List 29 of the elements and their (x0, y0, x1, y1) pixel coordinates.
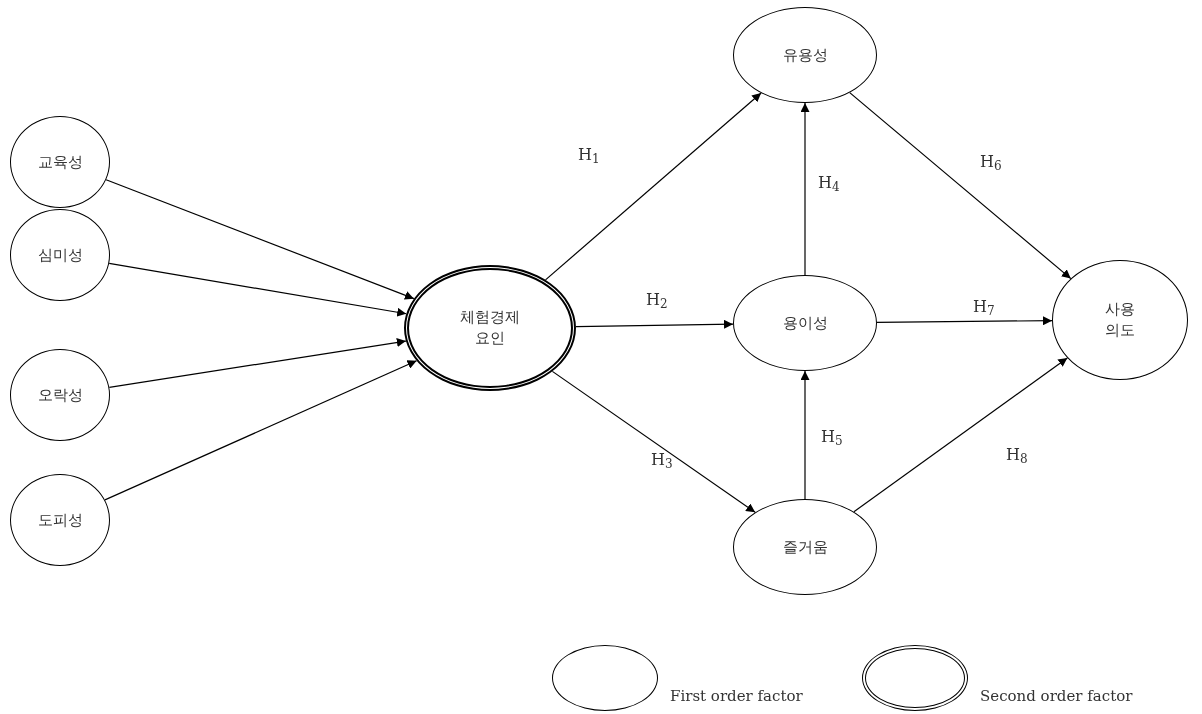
edge-label: H$_{8}$ (1006, 444, 1028, 467)
legend-label: Second order factor (980, 685, 1133, 707)
edge-label: H$_{5}$ (821, 426, 843, 449)
arrow (108, 338, 407, 388)
node-label: 심미성 (37, 244, 83, 266)
arrow (849, 92, 1072, 280)
arrow (575, 319, 734, 329)
node-label: 교육성 (37, 151, 83, 173)
node-label: 사용 의도 (1105, 299, 1135, 341)
edge-label: H$_{3}$ (651, 449, 673, 472)
node-label: 체험경제 요인 (460, 307, 520, 349)
edge-label: H$_{7}$ (973, 296, 995, 319)
node-label: 즐거움 (782, 536, 828, 558)
edge-label: H$_{2}$ (646, 289, 668, 312)
arrow (104, 360, 418, 501)
edge-label: H$_{4}$ (818, 172, 840, 195)
arrow (105, 179, 415, 300)
arrow (108, 262, 407, 317)
arrow (800, 370, 810, 500)
node-label: 오락성 (37, 384, 83, 406)
arrow (853, 357, 1068, 513)
arrow (876, 316, 1053, 326)
node-label: 도피성 (37, 509, 83, 531)
node-label: 용이성 (782, 312, 828, 334)
legend-label: First order factor (670, 685, 803, 707)
arrow (800, 102, 810, 276)
edge-label: H$_{6}$ (980, 151, 1002, 174)
node-label: 유용성 (782, 44, 828, 66)
edge-label: H$_{1}$ (578, 144, 600, 167)
